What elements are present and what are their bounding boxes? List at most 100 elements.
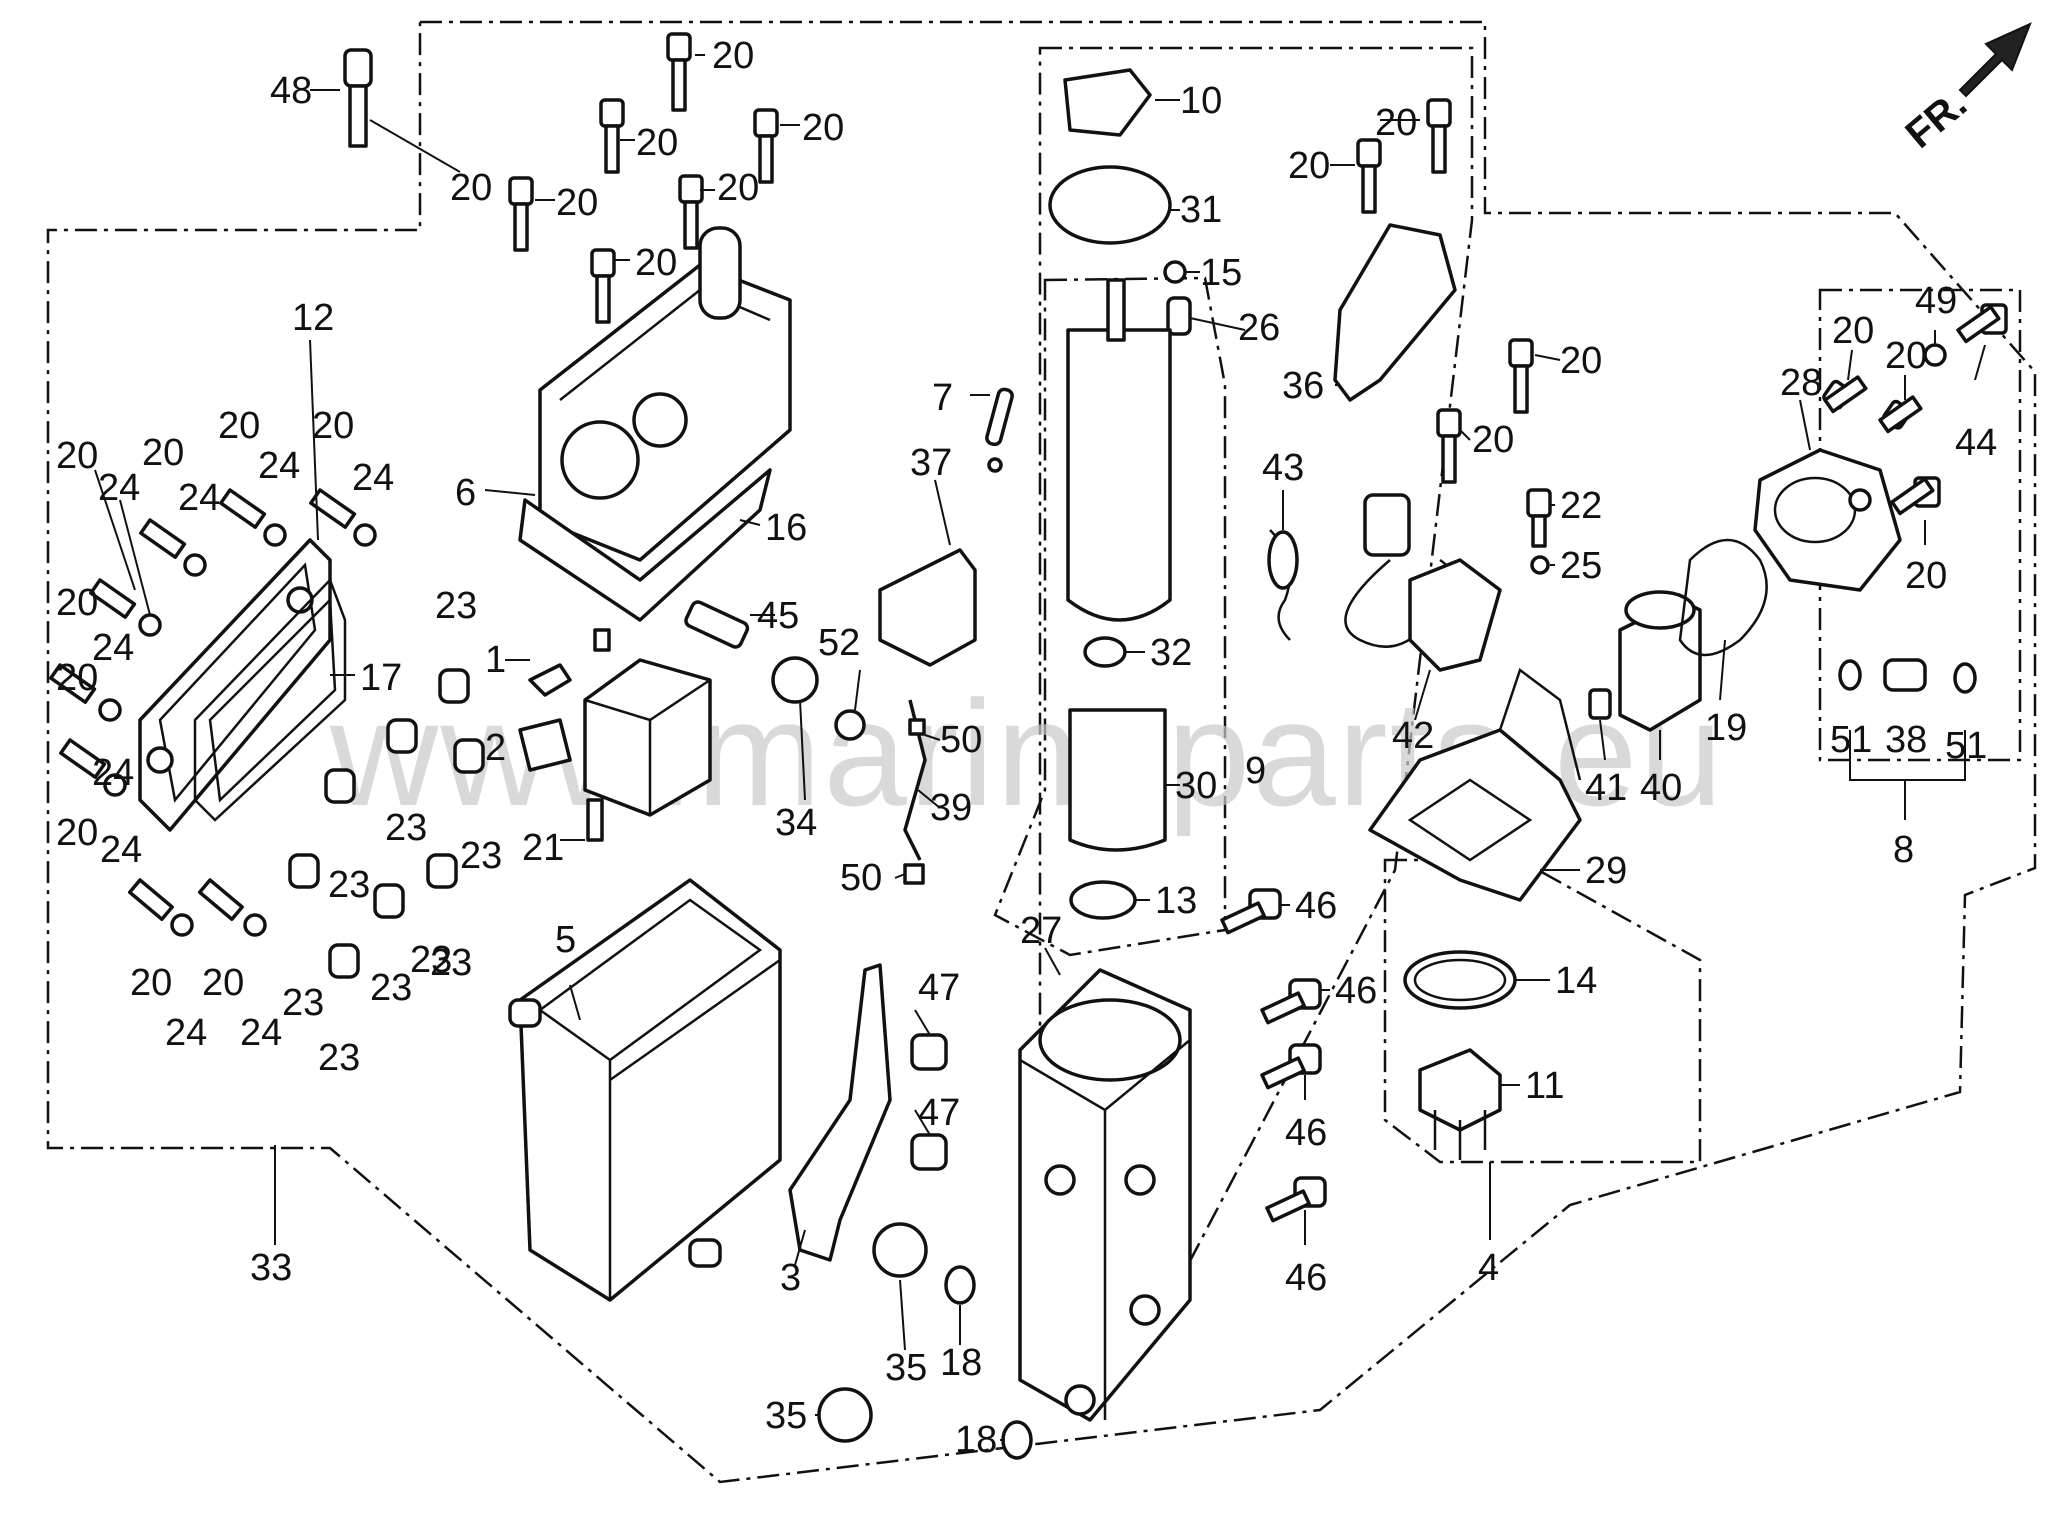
callout-38: 38 xyxy=(1885,719,1927,761)
boundary-9-pump-assembly xyxy=(1038,46,1474,1312)
callout-20: 20 xyxy=(712,35,754,77)
callout-42: 42 xyxy=(1392,715,1434,757)
callout-47: 47 xyxy=(918,1092,960,1134)
oring-13-icon xyxy=(1069,880,1137,920)
callout-14: 14 xyxy=(1555,960,1597,1002)
callout-41: 41 xyxy=(1585,767,1627,809)
callout-labels: 48 20 20 20 20 20 20 12 20 20 20 24 24 2… xyxy=(56,35,1997,1461)
callout-18: 18 xyxy=(955,1419,997,1461)
gasket-17-icon xyxy=(193,577,347,822)
callout-35: 35 xyxy=(885,1347,927,1389)
boundary-motor-30 xyxy=(993,276,1227,957)
bolts-22-25-icons xyxy=(1436,338,1552,575)
callout-23: 23 xyxy=(410,939,452,981)
callout-16: 16 xyxy=(765,507,807,549)
callout-20: 20 xyxy=(636,122,678,164)
callout-24: 24 xyxy=(92,752,134,794)
callout-9: 9 xyxy=(1245,750,1266,792)
callout-24: 24 xyxy=(258,445,300,487)
callout-23: 23 xyxy=(328,864,370,906)
callout-20: 20 xyxy=(1905,555,1947,597)
callout-46: 46 xyxy=(1285,1112,1327,1154)
callout-33: 33 xyxy=(250,1247,292,1289)
callout-20: 20 xyxy=(312,405,354,447)
filter-parts-icons xyxy=(1588,538,1768,732)
valve-body-6-icon xyxy=(518,226,792,622)
callout-24: 24 xyxy=(240,1012,282,1054)
housing-5-icon xyxy=(508,878,782,1302)
callout-12: 12 xyxy=(292,297,334,339)
callout-20: 20 xyxy=(1885,335,1927,377)
callout-46: 46 xyxy=(1285,1257,1327,1299)
callout-23: 23 xyxy=(460,835,502,877)
callout-48: 48 xyxy=(270,70,312,112)
callout-24: 24 xyxy=(352,457,394,499)
callout-46: 46 xyxy=(1295,885,1337,927)
callout-25: 25 xyxy=(1560,545,1602,587)
fuel-pump-motor-icon xyxy=(1066,328,1172,622)
pump-body-27-icon xyxy=(1018,968,1192,1422)
callout-20: 20 xyxy=(56,582,98,624)
fitting-38-washers-51-icons xyxy=(1838,658,1977,694)
callout-11: 11 xyxy=(1525,1065,1564,1107)
callout-26: 26 xyxy=(1238,307,1280,349)
washer-18-icon-upper xyxy=(944,1265,976,1305)
seal-10-icon xyxy=(1063,68,1152,137)
fitting-45-icon xyxy=(684,600,866,741)
clip-15-icon xyxy=(1163,260,1187,284)
callout-4: 4 xyxy=(1478,1247,1499,1289)
callout-35: 35 xyxy=(765,1395,807,1437)
callout-23: 23 xyxy=(318,1037,360,1079)
bushing-23-icons xyxy=(288,668,485,979)
callout-20: 20 xyxy=(450,167,492,209)
callout-24: 24 xyxy=(178,477,220,519)
boundary-8-fitting xyxy=(1818,288,2022,762)
clip-1-icon xyxy=(528,663,572,697)
callout-20: 20 xyxy=(1375,102,1417,144)
filter-housing-28-icon xyxy=(1753,448,1902,592)
bolt-46-icons xyxy=(1220,888,1327,1223)
callout-34: 34 xyxy=(775,802,817,844)
callout-32: 32 xyxy=(1150,632,1192,674)
callout-27: 27 xyxy=(1020,910,1062,952)
callout-52: 52 xyxy=(818,622,860,664)
callout-29: 29 xyxy=(1585,850,1627,892)
right-bolts-icons xyxy=(1822,303,2008,516)
callout-49: 49 xyxy=(1915,280,1957,322)
callout-20: 20 xyxy=(1288,145,1330,187)
bracket-2-icon xyxy=(518,718,572,772)
callout-20: 20 xyxy=(130,962,172,1004)
callout-17: 17 xyxy=(360,657,402,699)
callout-3: 3 xyxy=(780,1257,801,1299)
callout-23: 23 xyxy=(282,982,324,1024)
impeller-30-icon xyxy=(1068,708,1167,852)
callout-18: 18 xyxy=(940,1342,982,1384)
callout-19: 19 xyxy=(1705,707,1747,749)
callout-20: 20 xyxy=(1560,340,1602,382)
callout-20: 20 xyxy=(56,812,98,854)
callout-39: 39 xyxy=(930,787,972,829)
outer-boundary-33 xyxy=(46,20,2037,1484)
callout-50: 50 xyxy=(840,857,882,899)
callout-20: 20 xyxy=(1472,419,1514,461)
washer-49-icon xyxy=(1923,343,1947,367)
callout-37: 37 xyxy=(910,442,952,484)
callout-20: 20 xyxy=(56,435,98,477)
bracket-37-icon xyxy=(878,548,977,667)
callout-40: 40 xyxy=(1640,767,1682,809)
callout-23: 23 xyxy=(370,967,412,1009)
parts xyxy=(49,32,2008,1460)
callout-36: 36 xyxy=(1282,365,1324,407)
callout-20: 20 xyxy=(1832,310,1874,352)
callout-13: 13 xyxy=(1155,880,1197,922)
callout-28: 28 xyxy=(1780,362,1822,404)
callout-24: 24 xyxy=(100,829,142,871)
callout-23: 23 xyxy=(385,807,427,849)
callout-22: 22 xyxy=(1560,485,1602,527)
bolt-47-icon-upper xyxy=(910,1033,948,1071)
callout-24: 24 xyxy=(92,627,134,669)
clip-50-icon xyxy=(908,718,926,736)
front-arrow-icon xyxy=(1958,22,2032,98)
bolt-20-washer-24-icons-left xyxy=(49,488,377,937)
